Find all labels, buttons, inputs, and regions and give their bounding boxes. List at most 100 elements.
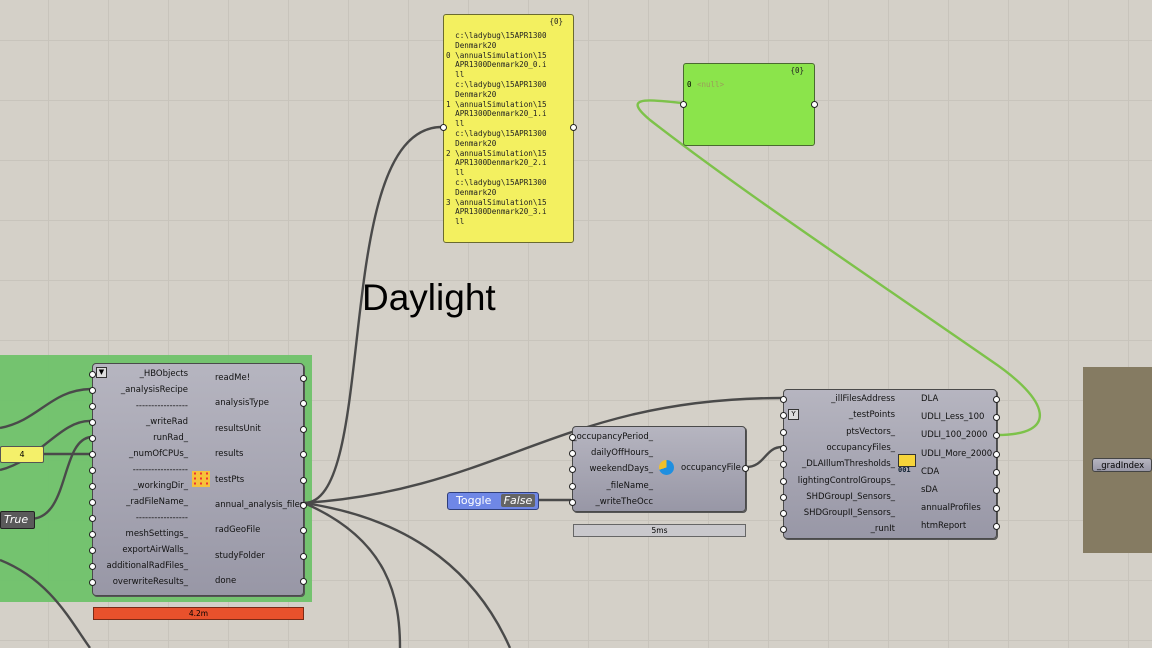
group-title: Daylight bbox=[362, 277, 496, 318]
panel-input-port[interactable] bbox=[440, 124, 447, 131]
run-output-port[interactable] bbox=[300, 527, 307, 535]
daylight-output-label: annualProfiles bbox=[921, 503, 981, 514]
cpu-number-slider[interactable]: 4 bbox=[0, 446, 44, 463]
run-output-label: studyFolder bbox=[215, 550, 265, 561]
daylight-input-port[interactable] bbox=[780, 444, 787, 452]
run-input-port[interactable] bbox=[89, 435, 96, 442]
wire-files-down bbox=[303, 501, 512, 648]
daylight-input-port[interactable] bbox=[780, 493, 787, 501]
daylight-input-label: _runIt bbox=[870, 524, 895, 535]
daylight-input-port[interactable] bbox=[780, 428, 787, 436]
run-input-port[interactable] bbox=[89, 483, 96, 490]
grad-index-component[interactable]: _gradIndex bbox=[1092, 458, 1152, 472]
null-panel-value: <null> bbox=[697, 80, 725, 89]
run-input-port[interactable] bbox=[89, 451, 96, 458]
run-output-port[interactable] bbox=[300, 476, 307, 484]
file-paths-panel[interactable]: {0} c:\ladybug\15APR1300 Denmark20 0 \an… bbox=[440, 14, 577, 243]
occupancy-input-label: weekendDays_ bbox=[589, 464, 653, 475]
run-output-port[interactable] bbox=[300, 375, 307, 382]
null-panel[interactable]: {0} 0 <null> bbox=[680, 63, 818, 146]
occupancy-input-port[interactable] bbox=[569, 450, 576, 458]
expand-icon[interactable]: ▼ bbox=[96, 367, 107, 378]
run-output-port[interactable] bbox=[300, 552, 307, 560]
run-input-label: ----------------- bbox=[135, 401, 188, 411]
daylight-output-label: sDA bbox=[921, 485, 938, 495]
wire-left-2 bbox=[0, 419, 92, 472]
run-input-label: _analysisRecipe bbox=[120, 385, 188, 395]
panel-output-port[interactable] bbox=[570, 124, 577, 131]
run-input-port[interactable] bbox=[89, 499, 96, 506]
daylight-input-port[interactable] bbox=[780, 412, 787, 420]
occupancy-input-port[interactable] bbox=[569, 466, 576, 474]
toggle-label: Toggle bbox=[456, 494, 492, 507]
occupancy-timer-bar: 5ms bbox=[573, 524, 746, 537]
wire-files-to-daylight bbox=[303, 396, 783, 505]
daylight-output-port[interactable] bbox=[993, 414, 1000, 422]
honeybee-grid-icon bbox=[192, 471, 210, 487]
daylight-input-port[interactable] bbox=[780, 477, 787, 485]
run-input-label: ------------------ bbox=[132, 465, 188, 475]
run-input-port[interactable] bbox=[89, 467, 96, 474]
run-output-port[interactable] bbox=[300, 400, 307, 408]
run-input-port[interactable] bbox=[89, 371, 96, 378]
toggle-value[interactable]: False bbox=[501, 494, 535, 507]
panel-text: c:\ladybug\15APR1300 Denmark20 0 \annual… bbox=[446, 31, 547, 227]
run-input-port[interactable] bbox=[89, 515, 96, 522]
flatten-icon[interactable]: Y bbox=[788, 409, 799, 420]
run-input-port[interactable] bbox=[89, 403, 96, 410]
run-input-port[interactable] bbox=[89, 547, 96, 554]
occupancy-input-label: _fileName_ bbox=[606, 480, 653, 491]
run-input-label: _HBObjects bbox=[139, 369, 188, 379]
null-panel-output-port[interactable] bbox=[811, 101, 818, 108]
run-output-port[interactable] bbox=[300, 425, 307, 433]
run-daylight-component[interactable]: ▼ _HBObjects _analysisRecipe -------------… bbox=[89, 363, 307, 596]
daylight-output-label: UDLI_100_2000 bbox=[921, 430, 988, 441]
daylight-input-port[interactable] bbox=[780, 526, 787, 534]
daylight-input-port[interactable] bbox=[780, 461, 787, 469]
daylight-input-label: occupancyFiles_ bbox=[826, 442, 895, 453]
daylight-output-port[interactable] bbox=[993, 432, 1000, 440]
daylight-input-port[interactable] bbox=[780, 510, 787, 518]
occupancy-input-label: dailyOffHours_ bbox=[590, 448, 653, 459]
wire-files-down-2 bbox=[303, 501, 402, 648]
panel-item-count: {0} bbox=[549, 17, 563, 26]
daylight-output-label: DLA bbox=[921, 394, 939, 404]
occupancy-input-label: _writeTheOcc bbox=[595, 496, 653, 507]
occupancy-input-port[interactable] bbox=[569, 434, 576, 441]
occupancy-component[interactable]: _occupancyPeriod_ dailyOffHours_ weekendDa… bbox=[569, 426, 749, 512]
daylight-output-port[interactable] bbox=[993, 487, 1000, 494]
run-output-label: testPts bbox=[215, 474, 245, 485]
run-boolean-toggle[interactable]: True bbox=[0, 511, 35, 529]
daylight-output-port[interactable] bbox=[993, 468, 1000, 476]
occupancy-output-port[interactable] bbox=[742, 465, 749, 472]
daylight-sensor-icon bbox=[898, 454, 916, 467]
run-output-port[interactable] bbox=[300, 578, 307, 586]
null-panel-input-port[interactable] bbox=[680, 101, 687, 108]
run-output-label: results bbox=[215, 449, 244, 460]
run-input-port[interactable] bbox=[89, 419, 96, 426]
daylight-output-port[interactable] bbox=[993, 396, 1000, 403]
null-panel-index: 0 bbox=[687, 80, 692, 89]
run-output-label: resultsUnit bbox=[215, 423, 261, 434]
run-input-port[interactable] bbox=[89, 579, 96, 586]
daylight-input-port[interactable] bbox=[780, 396, 787, 403]
write-occ-toggle[interactable]: Toggle False bbox=[447, 492, 539, 510]
occupancy-input-label: _occupancyPeriod_ bbox=[572, 432, 653, 442]
run-input-label: _workingDir_ bbox=[133, 481, 188, 491]
run-input-port[interactable] bbox=[89, 531, 96, 538]
run-output-label: radGeoFile bbox=[215, 525, 261, 536]
daylight-input-label: _DLAIllumThresholds_ bbox=[801, 459, 895, 470]
run-input-port[interactable] bbox=[89, 387, 96, 394]
daylight-output-port[interactable] bbox=[993, 523, 1000, 531]
daylight-output-port[interactable] bbox=[993, 450, 1000, 458]
run-output-port[interactable] bbox=[300, 451, 307, 459]
daylight-output-port[interactable] bbox=[993, 505, 1000, 513]
run-input-label: _radFileName_ bbox=[126, 497, 188, 507]
run-input-port[interactable] bbox=[89, 563, 96, 570]
run-output-port[interactable] bbox=[300, 502, 307, 509]
occupancy-input-port[interactable] bbox=[569, 498, 576, 506]
occupancy-input-port[interactable] bbox=[569, 482, 576, 490]
null-panel-count: {0} bbox=[790, 66, 804, 75]
daylight-input-label: SHDGroupII_Sensors_ bbox=[803, 508, 895, 519]
